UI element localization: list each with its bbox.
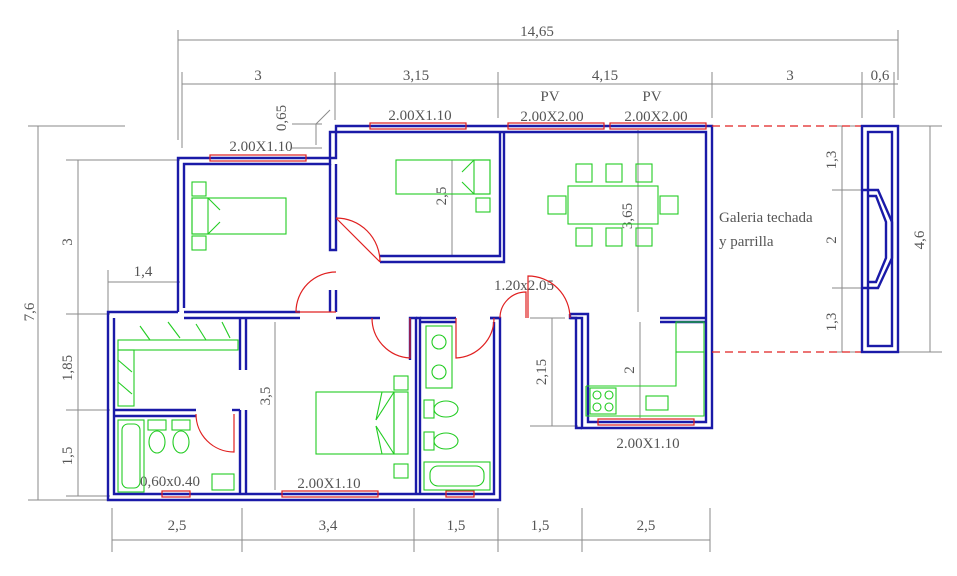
dim-offset-small: 0,65 <box>274 105 290 131</box>
dim-bedroom-main: 3,5 <box>258 387 274 406</box>
door-bed-left <box>295 271 337 313</box>
gallery-label-line1: Galeria techada <box>719 210 813 226</box>
label-win-pv-2: 2.00X2.00 <box>624 109 687 125</box>
gallery-label: Galeria techada y parrilla <box>719 210 813 250</box>
dim-top-seg-1: 3 <box>254 68 262 84</box>
doors <box>195 217 571 453</box>
bed-double-main <box>315 375 409 479</box>
label-win-bed-mid: 2.00X1.10 <box>388 108 451 124</box>
bathroom-fixtures-1 <box>117 419 235 493</box>
dim-left-seg-2: 1,85 <box>60 355 76 381</box>
kitchen-fixtures <box>585 321 705 417</box>
dim-top-seg-3: 4,15 <box>592 68 618 84</box>
closet <box>117 321 239 407</box>
gallery-structure <box>712 124 900 354</box>
dim-entry: 2,15 <box>534 359 550 385</box>
dim-kitchen: 2 <box>622 366 638 374</box>
label-win-bed-main: 2.00X1.10 <box>297 476 360 492</box>
bed-single-mid <box>395 159 491 213</box>
dim-dining: 3,65 <box>620 203 636 229</box>
dim-right-overall: 4,6 <box>912 230 928 249</box>
opening-labels: 2.00X1.10 2.00X1.10 PV PV 2.00X2.00 2.00… <box>140 89 688 492</box>
window-bed-main <box>281 490 379 498</box>
dim-right-seg-2: 2 <box>824 236 840 244</box>
window-bed-mid <box>369 122 467 130</box>
window-kitchen <box>597 418 695 426</box>
window-pv-1 <box>507 122 605 130</box>
furniture <box>117 159 705 493</box>
label-pv-2: PV <box>642 89 661 105</box>
dimension-texts: 14,65 3 3,15 4,15 3 0,6 0,65 2,5 3,4 1,5… <box>22 24 928 534</box>
door-bath-1 <box>195 413 235 453</box>
windows <box>161 122 707 498</box>
window-bath-2 <box>445 490 475 498</box>
label-entry-door: 1.20x2.05 <box>494 278 554 294</box>
dim-bottom-seg-1: 2,5 <box>168 518 187 534</box>
label-win-kitchen: 2.00X1.10 <box>616 436 679 452</box>
label-win-pv-1: 2.00X2.00 <box>520 109 583 125</box>
dim-left-seg-3: 1,5 <box>60 447 76 466</box>
door-bed-mid <box>335 217 381 263</box>
dim-right-seg-3: 1,3 <box>824 313 840 332</box>
dim-bottom-seg-4: 1,5 <box>531 518 550 534</box>
parrilla <box>860 124 900 354</box>
label-win-bed-left: 2.00X1.10 <box>229 139 292 155</box>
dim-left-overall: 7,6 <box>22 302 38 321</box>
dim-top-seg-4: 3 <box>786 68 794 84</box>
window-bath <box>161 490 191 498</box>
dining-table <box>547 163 679 247</box>
entry-door <box>499 275 571 319</box>
dim-overall-width: 14,65 <box>520 24 554 40</box>
dim-top-seg-5: 0,6 <box>871 68 890 84</box>
door-bed-main <box>371 317 411 359</box>
dim-bottom-seg-5: 2,5 <box>637 518 656 534</box>
bed-single-left <box>191 181 287 251</box>
window-pv-2 <box>609 122 707 130</box>
window-bed-left <box>209 154 307 162</box>
dim-top-seg-2: 3,15 <box>403 68 429 84</box>
gallery-label-line2: y parrilla <box>719 234 774 250</box>
bathroom-fixtures-2 <box>423 325 491 491</box>
dim-left-step: 1,4 <box>134 264 153 280</box>
dim-right-seg-1: 1,3 <box>824 151 840 170</box>
label-win-bath: 0,60x0.40 <box>140 474 200 490</box>
dim-bottom-seg-3: 1,5 <box>447 518 466 534</box>
dim-left-seg-1: 3 <box>60 238 76 246</box>
door-bath-2 <box>455 317 495 359</box>
dim-bedroom-top-mid: 2,5 <box>434 187 450 206</box>
label-pv-1: PV <box>540 89 559 105</box>
dim-bottom-seg-2: 3,4 <box>319 518 338 534</box>
